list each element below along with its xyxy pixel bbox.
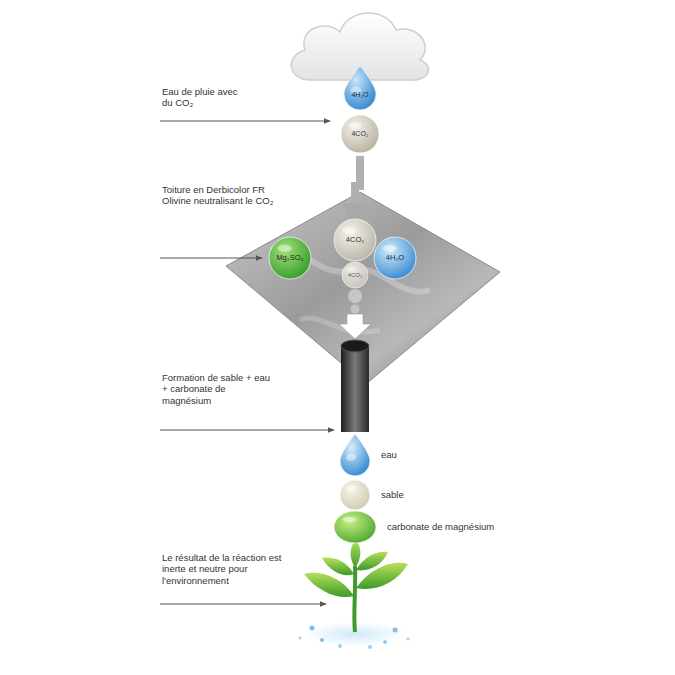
side-caption: Le résultat de la réaction est inerte et… [162, 552, 292, 586]
node-shape [343, 65, 377, 111]
water-drop [299, 637, 302, 640]
water-drop [368, 645, 372, 649]
bubble [348, 289, 362, 303]
bubble [351, 305, 360, 314]
flow-connector [355, 156, 360, 216]
molecule-node: 4CO₂ [340, 114, 380, 154]
molecule-node: 4CO₂ [333, 218, 377, 262]
node-shape [339, 433, 371, 477]
shape-label: carbonate de magnésium [387, 522, 494, 532]
molecule-node: 4H₂O [343, 65, 377, 111]
labelled-shape: eau [339, 433, 401, 477]
leader-arrow [160, 121, 330, 122]
shape-label: eau [381, 450, 397, 460]
side-caption: Eau de pluie avec du CO₂ [162, 86, 242, 109]
formula-text: Mg₂SO₄ [276, 254, 303, 262]
formula-text: 4CO₂ [351, 130, 368, 138]
formula-text: 4H₂O [386, 254, 404, 262]
water-drop [320, 638, 324, 642]
flow-arrow [339, 314, 371, 339]
labelled-shape: carbonate de magnésium [333, 510, 499, 544]
shape-label: sable [381, 490, 404, 500]
plant [304, 540, 408, 632]
formula-text: 4H₂O [351, 91, 368, 99]
molecule-node: Mg₂SO₄ [268, 236, 312, 280]
water-drop [310, 626, 315, 631]
drain-hole [341, 340, 369, 352]
leader-arrow [160, 604, 326, 605]
leader-arrow [160, 430, 334, 431]
molecule-node: 4CO₂ [341, 261, 369, 289]
water-drop [383, 640, 387, 644]
water-drop [407, 638, 410, 641]
formula-text: 4CO₂ [348, 272, 363, 279]
water-drop [338, 644, 342, 648]
molecule-node: 4H₂O [373, 236, 417, 280]
labelled-shape: sable [339, 479, 408, 511]
side-caption: Toiture en Derbicolor FR Olivine neutral… [162, 184, 274, 207]
node-shape [339, 479, 371, 511]
water-drop [393, 628, 398, 633]
leader-arrow [160, 258, 262, 259]
node-shape [333, 510, 377, 544]
drain-pipe [341, 346, 369, 432]
side-caption: Formation de sable + eau + carbonate de … [162, 372, 274, 406]
formula-text: 4CO₂ [346, 236, 364, 244]
